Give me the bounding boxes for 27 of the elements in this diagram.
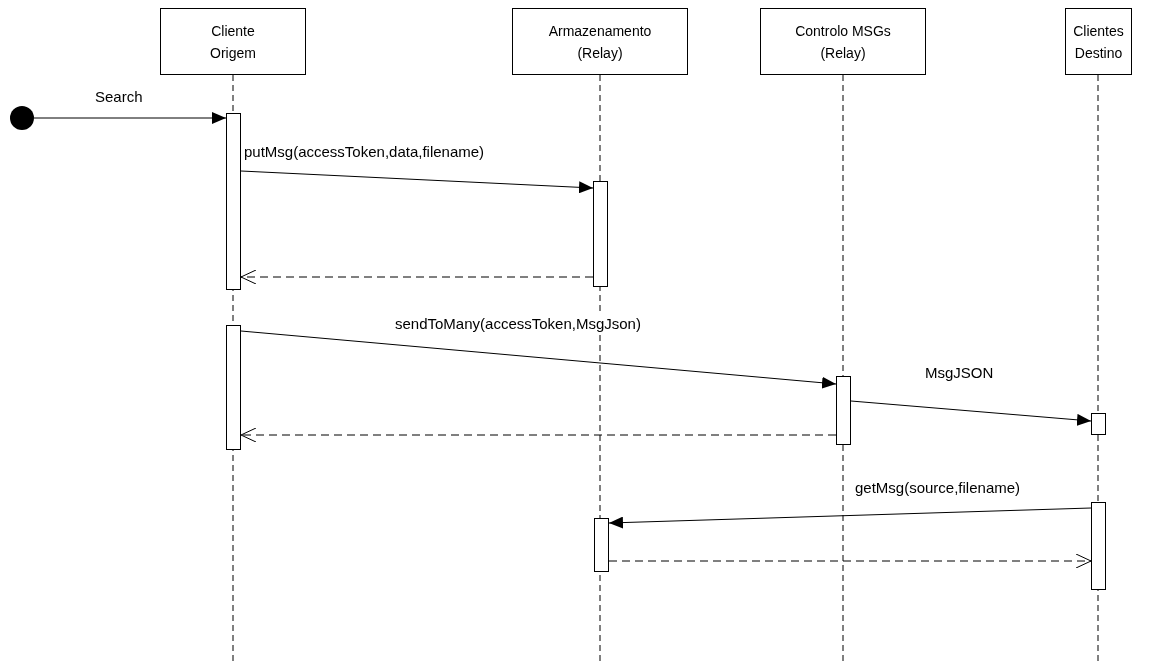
message-arrow <box>850 400 1092 426</box>
message-arrow <box>240 170 594 194</box>
participant-name: Cliente Origem <box>209 21 257 63</box>
lifeline-header <box>160 8 306 75</box>
lifeline-header <box>512 8 688 75</box>
participant-name: Clientes Destino <box>1072 21 1125 63</box>
lifeline-header <box>1065 8 1132 75</box>
lifeline-header <box>760 8 926 75</box>
participant-name: Armazenamento (Relay) <box>547 21 653 63</box>
message-arrow <box>240 330 837 389</box>
activation-bar <box>1091 502 1106 590</box>
return-arrow <box>240 427 837 443</box>
edge-label: getMsg(source,filename) <box>855 479 1021 497</box>
message-arrow <box>608 507 1092 529</box>
activation-bar <box>226 325 241 450</box>
activation-bar <box>594 518 609 572</box>
activation-bar <box>226 113 241 290</box>
return-arrow <box>608 553 1092 569</box>
edge-label: sendToMany(accessToken,MsgJson) <box>395 315 641 333</box>
activation-bar <box>1091 413 1106 435</box>
message-arrow <box>33 112 227 124</box>
activation-bar <box>836 376 851 445</box>
start-dot <box>10 106 34 130</box>
activation-bar <box>593 181 608 287</box>
return-arrow <box>240 269 594 285</box>
edge-label: putMsg(accessToken,data,filename) <box>244 143 485 161</box>
participant-name: Controlo MSGs (Relay) <box>794 21 892 63</box>
